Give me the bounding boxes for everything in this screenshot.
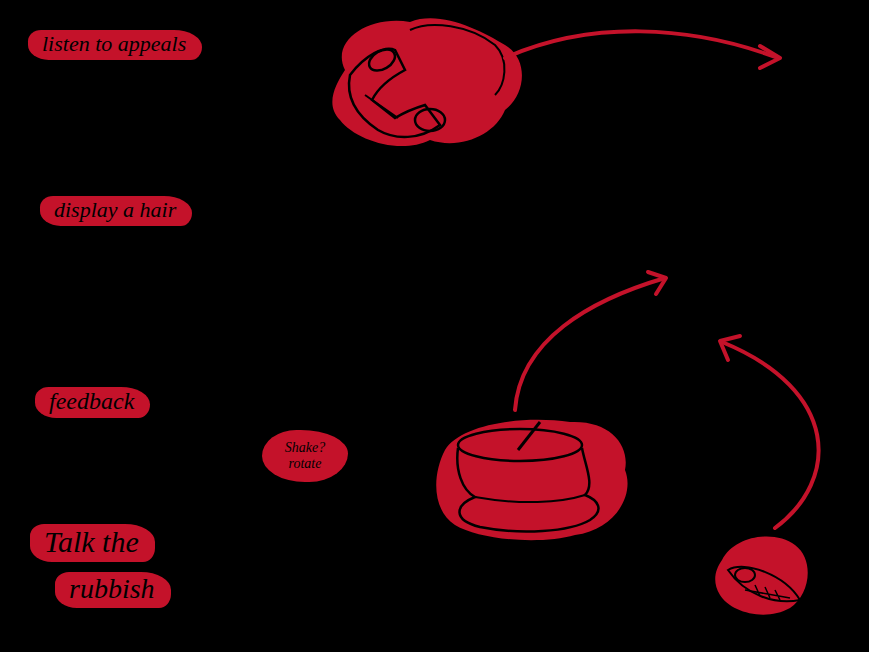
node-text: display a hair [54,197,176,223]
pot-sketch [436,420,627,540]
node-text: Shake? rotate [272,440,338,472]
brush-band: display a hair [40,196,192,226]
brush-band: feedback [35,387,150,418]
brush-band: listen to appeals [28,30,202,60]
arrow [505,31,778,58]
arrow [515,278,665,410]
node-text: feedback [49,388,134,415]
leaf-sketch [715,537,808,615]
node-text: rubbish [69,573,155,605]
brush-band: rubbish [55,572,171,608]
node-text: Talk the [44,525,139,559]
node-text: listen to appeals [42,31,186,57]
arrow [722,342,819,528]
brush-band: Talk the [30,524,155,562]
note-blob: Shake? rotate [262,430,348,482]
telephone-sketch [332,18,522,146]
